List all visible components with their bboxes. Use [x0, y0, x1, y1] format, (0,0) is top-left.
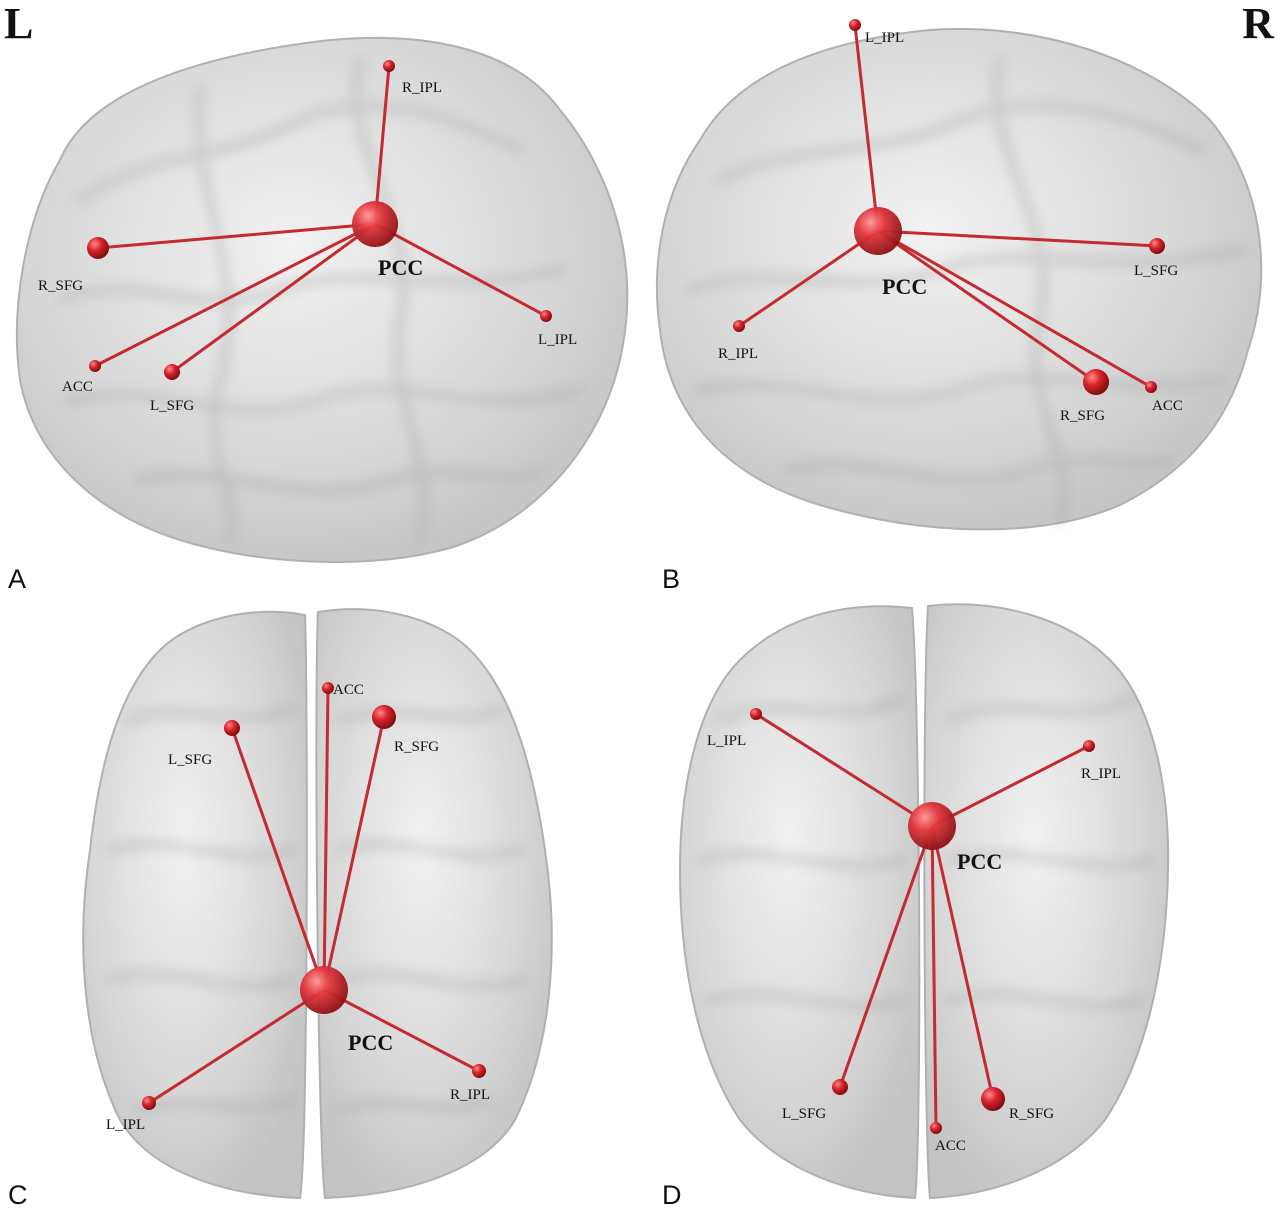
node-label-acc: ACC [333, 682, 364, 698]
gyri-d [695, 695, 1155, 1011]
node-l-sfg [224, 720, 240, 736]
edge-pcc-l-ipl [754, 712, 934, 828]
node-label-r-sfg: R_SFG [1060, 408, 1105, 424]
node-label-l-ipl: L_IPL [707, 733, 746, 749]
panel-d-brain [678, 603, 1170, 1200]
node-label-r-sfg: R_SFG [38, 278, 83, 294]
node-r-sfg [1083, 369, 1109, 395]
edge-pcc-r-ipl [737, 229, 880, 328]
panel-c-brain [82, 608, 553, 1200]
node-label-acc: ACC [935, 1138, 966, 1154]
panel-d-letter: D [662, 1180, 682, 1210]
node-l-ipl [540, 310, 552, 322]
node-label-r-ipl: R_IPL [450, 1087, 490, 1103]
edge-pcc-l-sfg [170, 222, 377, 374]
node-label-r-ipl: R_IPL [1081, 766, 1121, 782]
edge-pcc-r-sfg [876, 229, 1098, 384]
node-label-l-sfg: L_SFG [150, 398, 194, 414]
node-acc [930, 1122, 942, 1134]
brain-hemisphere-right-d [923, 603, 1170, 1200]
node-label-pcc: PCC [957, 849, 1002, 874]
panel-a-brain [15, 36, 629, 563]
edge-pcc-r-ipl [930, 744, 1091, 828]
panel-c-letter: C [8, 1180, 28, 1210]
node-label-l-sfg: L_SFG [782, 1106, 826, 1122]
node-label-pcc: PCC [378, 255, 423, 280]
gyri-a [55, 55, 585, 545]
edge-pcc-r-sfg [96, 222, 377, 250]
edge-pcc-acc [876, 229, 1153, 389]
node-pcc [854, 207, 902, 255]
network-layer: PCC R_IPL R_SFG L_IPL ACC L_SFG PCC L_IPL L_SFG R… [38, 19, 1183, 1154]
node-label-pcc: PCC [882, 274, 927, 299]
node-pcc [908, 802, 956, 850]
gyri-b [685, 55, 1245, 525]
orientation-left-label: L [4, 0, 34, 48]
node-l-ipl [849, 19, 861, 31]
orientation-right-label: R [1242, 0, 1274, 48]
node-label-r-sfg: R_SFG [1009, 1106, 1054, 1122]
node-acc [1145, 381, 1157, 393]
node-label-acc: ACC [62, 379, 93, 395]
node-l-sfg [1149, 238, 1165, 254]
node-acc [89, 360, 101, 372]
node-label-acc: ACC [1152, 398, 1183, 414]
edge-pcc-l-sfg [230, 726, 326, 992]
node-pcc [352, 201, 398, 247]
edge-pcc-l-sfg [838, 824, 934, 1089]
node-l-ipl [142, 1096, 156, 1110]
node-label-r-ipl: R_IPL [402, 80, 442, 96]
node-label-l-sfg: L_SFG [168, 752, 212, 768]
node-r-sfg [372, 705, 396, 729]
node-r-ipl [1083, 740, 1095, 752]
brain-hemisphere-left-d [678, 605, 921, 1200]
node-pcc [300, 966, 348, 1014]
node-label-pcc: PCC [348, 1030, 393, 1055]
edge-pcc-l-ipl [373, 222, 548, 318]
edge-pcc-l-sfg [876, 229, 1159, 248]
node-label-l-sfg: L_SFG [1134, 263, 1178, 279]
node-label-r-ipl: R_IPL [718, 346, 758, 362]
panel-a-network: PCC R_IPL R_SFG L_IPL ACC L_SFG [38, 60, 577, 414]
node-label-l-ipl: L_IPL [865, 30, 904, 46]
brain-outline-a [15, 36, 629, 563]
gyri-c [105, 705, 525, 1115]
node-r-sfg [87, 237, 109, 259]
brain-hemisphere-left-c [82, 610, 308, 1200]
edge-pcc-l-ipl [853, 23, 880, 233]
node-label-r-sfg: R_SFG [394, 739, 439, 755]
edge-pcc-r-sfg [322, 715, 386, 992]
edge-pcc-l-ipl [147, 988, 326, 1105]
node-r-ipl [383, 60, 395, 72]
edge-pcc-r-ipl [322, 988, 481, 1073]
panel-a-letter: A [8, 564, 27, 594]
node-label-l-ipl: L_IPL [106, 1117, 145, 1133]
panel-b-brain [655, 28, 1263, 531]
node-label-l-ipl: L_IPL [538, 332, 577, 348]
node-r-ipl [472, 1064, 486, 1078]
panel-c-network: PCC ACC L_SFG R_SFG L_IPL R_IPL [106, 682, 490, 1133]
panel-b-network: PCC L_IPL L_SFG R_IPL R_SFG ACC [718, 19, 1183, 424]
edge-pcc-acc [93, 222, 377, 368]
node-l-ipl [750, 708, 762, 720]
edge-pcc-r-ipl [373, 64, 391, 226]
edge-pcc-r-sfg [930, 824, 995, 1101]
edge-pcc-acc [930, 824, 938, 1130]
node-acc [322, 682, 334, 694]
panel-d-network: PCC L_IPL R_IPL L_SFG ACC R_SFG [707, 708, 1121, 1154]
node-r-sfg [981, 1087, 1005, 1111]
node-l-sfg [164, 364, 180, 380]
edge-pcc-acc [322, 686, 330, 992]
node-r-ipl [733, 320, 745, 332]
node-l-sfg [832, 1079, 848, 1095]
panel-b-letter: B [662, 564, 681, 594]
